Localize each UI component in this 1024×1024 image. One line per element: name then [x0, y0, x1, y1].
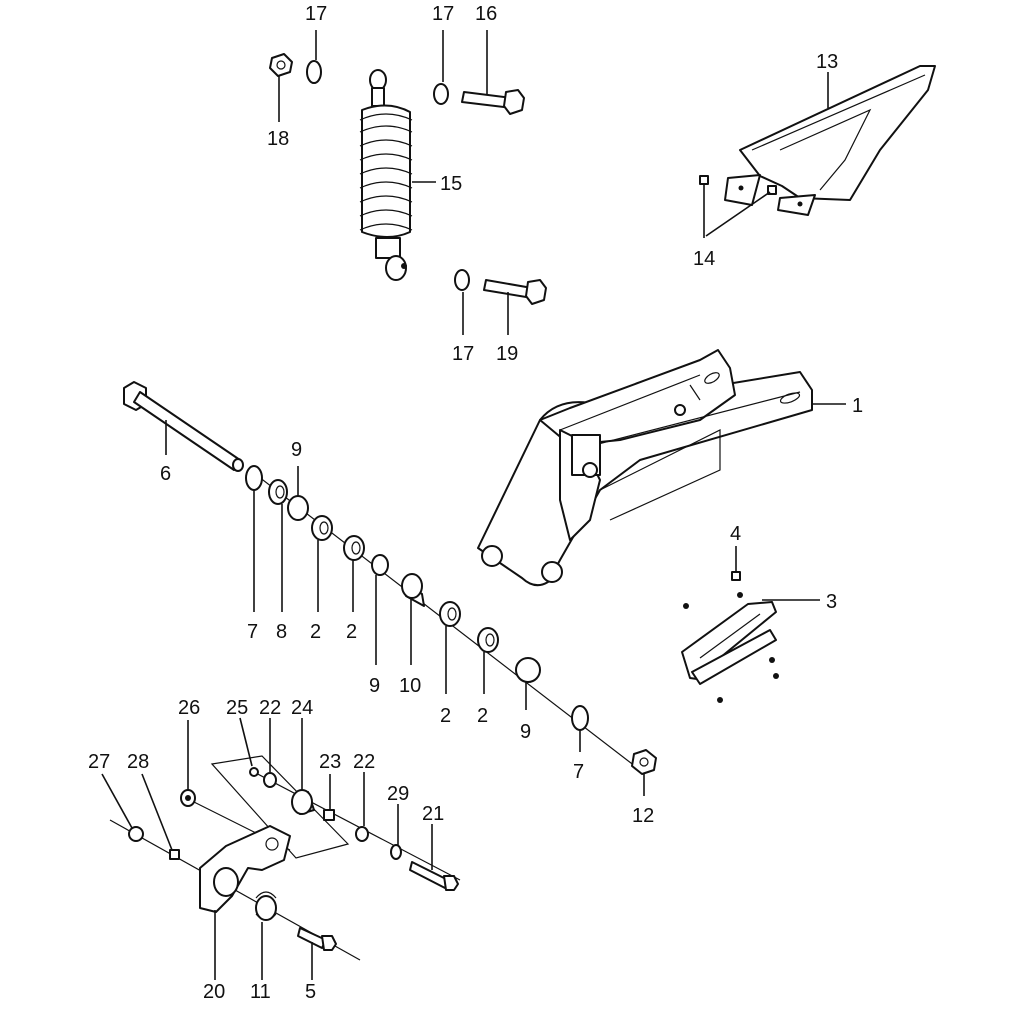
label-21: 21 — [422, 803, 444, 825]
shock-absorber — [359, 69, 413, 281]
label-22: 22 — [353, 751, 375, 773]
label-2: 2 — [440, 705, 451, 727]
bolt-21 — [409, 861, 459, 891]
label-2: 2 — [477, 705, 488, 727]
part-23 — [323, 809, 335, 821]
label-1: 1 — [852, 395, 863, 417]
label-8: 8 — [276, 621, 287, 643]
label-7: 7 — [247, 621, 258, 643]
nut-12 — [631, 749, 657, 775]
screw-4 — [731, 571, 741, 581]
bolt-5 — [297, 927, 337, 951]
part-22-bottom — [355, 826, 369, 842]
label-17: 17 — [432, 3, 454, 25]
washer-7-left — [245, 465, 263, 491]
label-7: 7 — [573, 761, 584, 783]
washer-17-top — [306, 60, 322, 84]
label-22: 22 — [259, 697, 281, 719]
washer-7-right — [571, 705, 589, 731]
label-2: 2 — [310, 621, 321, 643]
chain-guard — [724, 65, 936, 216]
label-27: 27 — [88, 751, 110, 773]
label-9: 9 — [291, 439, 302, 461]
part-28 — [169, 849, 180, 860]
label-6: 6 — [160, 463, 171, 485]
collar-9-top — [287, 495, 309, 521]
label-15: 15 — [440, 173, 462, 195]
label-2: 2 — [346, 621, 357, 643]
seal-8 — [268, 479, 288, 505]
label-9: 9 — [520, 721, 531, 743]
bearing-2-a — [311, 515, 333, 541]
bearing-2-d — [477, 627, 499, 653]
bearing-2-c — [439, 601, 461, 627]
part-22-top — [263, 772, 277, 788]
chain-slider — [681, 601, 777, 685]
part-27 — [128, 826, 144, 842]
label-26: 26 — [178, 697, 200, 719]
bearing-2-b — [343, 535, 365, 561]
swingarm — [477, 349, 813, 587]
bolt-19 — [483, 279, 547, 305]
label-9: 9 — [369, 675, 380, 697]
collar-9-bottom — [515, 657, 541, 683]
label-19: 19 — [496, 343, 518, 365]
label-18: 18 — [267, 128, 289, 150]
label-13: 13 — [816, 51, 838, 73]
label-23: 23 — [319, 751, 341, 773]
label-16: 16 — [475, 3, 497, 25]
label-29: 29 — [387, 783, 409, 805]
label-28: 28 — [127, 751, 149, 773]
collar-9-mid — [371, 554, 389, 576]
label-3: 3 — [826, 591, 837, 613]
pivot-axle — [123, 381, 244, 472]
label-5: 5 — [305, 981, 316, 1003]
label-17: 17 — [452, 343, 474, 365]
label-12: 12 — [632, 805, 654, 827]
label-20: 20 — [203, 981, 225, 1003]
label-24: 24 — [291, 697, 313, 719]
part-labels: 1 2 2 2 2 3 4 5 6 7 7 8 9 9 9 10 11 12 1… — [88, 3, 863, 1003]
washer-29 — [390, 844, 402, 860]
spring-11 — [255, 891, 277, 921]
label-14: 14 — [693, 248, 715, 270]
label-10: 10 — [399, 675, 421, 697]
label-17: 17 — [305, 3, 327, 25]
bracket-20 — [199, 825, 291, 913]
label-4: 4 — [730, 523, 741, 545]
washer-17-mid — [433, 83, 449, 105]
label-11: 11 — [250, 981, 271, 1003]
washer-17-bottom — [454, 269, 470, 291]
nut-18 — [269, 53, 293, 77]
label-25: 25 — [226, 697, 248, 719]
bolt-16 — [461, 89, 525, 115]
part-25 — [249, 767, 259, 777]
